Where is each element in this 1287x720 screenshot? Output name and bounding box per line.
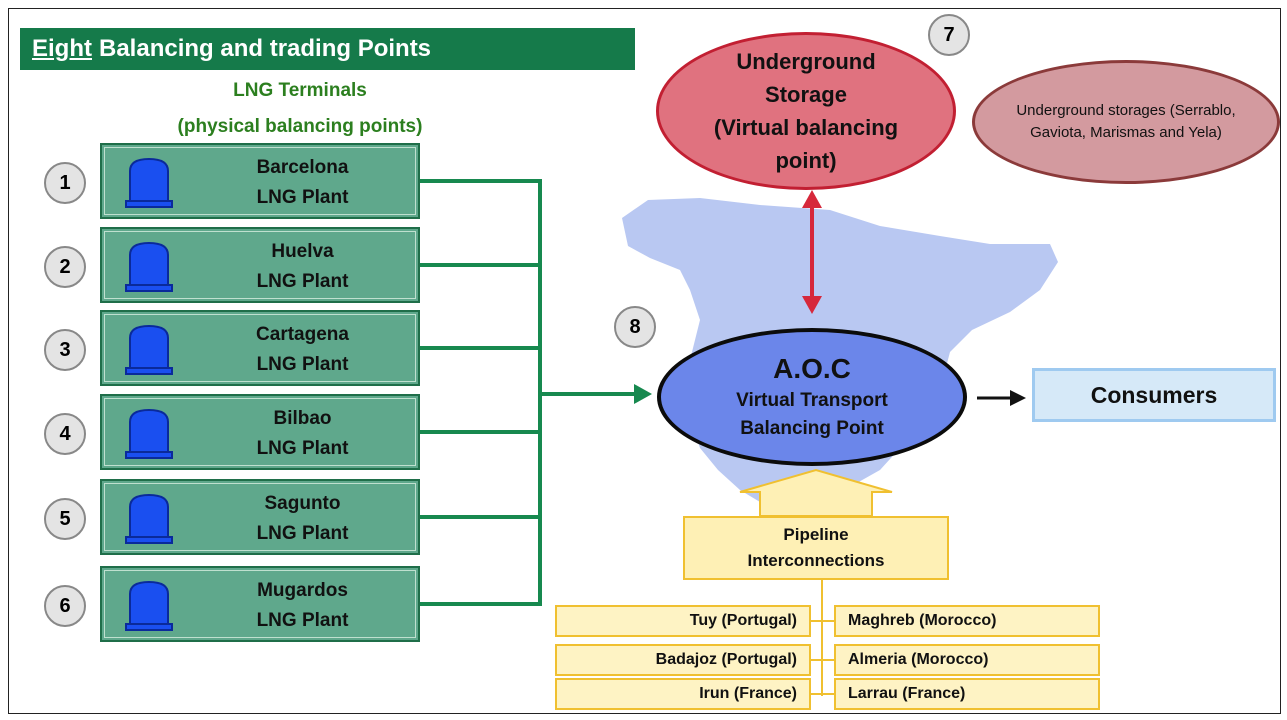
storage-line3: (Virtual balancing (713, 115, 899, 140)
pipeline-up-arrow (739, 468, 893, 517)
consumers-label: Consumers (1090, 381, 1218, 408)
plant-cartagena: Cartagena LNG Plant (100, 310, 420, 386)
interconnection-label: Maghreb (Morocco) (848, 612, 997, 629)
plants-to-aoc-arrowhead (634, 384, 652, 404)
storage-line2: Storage (765, 82, 847, 107)
plant-connectors (420, 179, 636, 606)
lng-header-line2: (physical balancing points) (177, 116, 423, 137)
plant-number-1: 1 (44, 162, 86, 204)
plant-barcelona: Barcelona LNG Plant (100, 143, 420, 219)
aoc-number: 8 (614, 306, 656, 348)
plant-number-6: 6 (44, 585, 86, 627)
plant-type: LNG Plant (256, 354, 349, 375)
aoc-node: A.O.C Virtual Transport Balancing Point (657, 328, 967, 466)
interconnection-tuy: Tuy (Portugal) (555, 605, 811, 637)
title-emphasis: Eight (32, 35, 92, 62)
plant-type: LNG Plant (256, 438, 349, 459)
storage-aoc-arrow (802, 190, 822, 314)
title-text: Balancing and trading Points (99, 35, 432, 62)
page-title: Eight Balancing and trading Points (20, 28, 635, 70)
aoc-line1: Virtual Transport (736, 390, 888, 411)
aoc-title: A.O.C (773, 353, 851, 384)
diagram-frame (8, 8, 1281, 714)
plant-name: Huelva (271, 241, 334, 262)
interconnection-almeria: Almeria (Morocco) (834, 644, 1100, 676)
lng-tank-icon (125, 408, 173, 459)
plant-type: LNG Plant (256, 187, 349, 208)
consumers-node: Consumers (1032, 368, 1276, 422)
plant-sagunto: Sagunto LNG Plant (100, 479, 420, 555)
storage-number: 7 (928, 14, 970, 56)
plant-number-5: 5 (44, 498, 86, 540)
lng-tank-icon (125, 324, 173, 375)
lng-tank-icon (125, 493, 173, 544)
interconnection-badajoz: Badajoz (Portugal) (555, 644, 811, 676)
storage-line1: Underground (736, 49, 876, 74)
plant-number-3: 3 (44, 329, 86, 371)
plant-name: Barcelona (256, 157, 349, 178)
plant-name: Sagunto (264, 493, 341, 514)
plant-type: LNG Plant (256, 271, 349, 292)
lng-tank-icon (125, 241, 173, 292)
interconnection-maghreb: Maghreb (Morocco) (834, 605, 1100, 637)
storage-line4: point) (775, 148, 837, 173)
aoc-line2: Balancing Point (740, 418, 884, 439)
interconnection-larrau: Larrau (France) (834, 678, 1100, 710)
plant-name: Bilbao (273, 408, 332, 429)
interconnection-label: Almeria (Morocco) (848, 651, 989, 668)
plant-number-4: 4 (44, 413, 86, 455)
underground-storages-note: Underground storages (Serrablo, Gaviota,… (972, 60, 1280, 184)
interconnection-label: Tuy (Portugal) (689, 612, 797, 629)
lng-tank-icon (125, 157, 173, 208)
lng-tank-icon (125, 580, 173, 631)
plant-name: Mugardos (257, 580, 348, 601)
lng-header-line1: LNG Terminals (233, 80, 367, 101)
interconnection-irun: Irun (France) (555, 678, 811, 710)
plant-type: LNG Plant (256, 610, 349, 631)
plant-name: Cartagena (256, 324, 349, 345)
plant-bilbao: Bilbao LNG Plant (100, 394, 420, 470)
aoc-consumers-arrow (977, 390, 1026, 406)
interconnection-connectors (811, 580, 834, 696)
plant-mugardos: Mugardos LNG Plant (100, 566, 420, 642)
interconnection-label: Larrau (France) (848, 685, 966, 702)
pipeline-interconnections-node: Pipeline Interconnections (683, 516, 949, 580)
pipeline-line1: Pipeline (783, 525, 849, 544)
interconnection-label: Badajoz (Portugal) (655, 651, 797, 668)
storages-note-text: Underground storages (Serrablo, Gaviota,… (1016, 102, 1236, 141)
plant-type: LNG Plant (256, 523, 349, 544)
underground-storage-node: Underground Storage (Virtual balancing p… (656, 32, 956, 190)
interconnection-label: Irun (France) (699, 685, 797, 702)
pipeline-line2: Interconnections (747, 551, 885, 570)
plant-huelva: Huelva LNG Plant (100, 227, 420, 303)
plant-number-2: 2 (44, 246, 86, 288)
